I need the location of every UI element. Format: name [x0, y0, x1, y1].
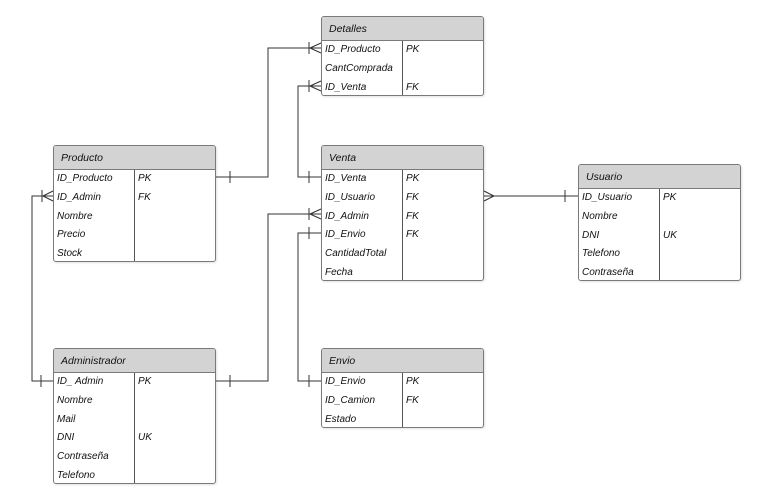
attribute-row: ID_Usuario PK [579, 189, 740, 208]
attribute-name: Precio [57, 229, 86, 241]
entity-title: Producto [54, 146, 215, 170]
column-divider [134, 170, 135, 261]
entity-producto[interactable]: Producto ID_Producto PK ID_Admin FK Nombre… [53, 145, 216, 262]
crowfoot-marker [483, 190, 496, 202]
column-divider [402, 170, 403, 280]
entity-title: Administrador [54, 349, 215, 373]
attribute-key: UK [663, 229, 677, 241]
relationship-admin-producto [31, 195, 53, 382]
attribute-name: ID_Venta [325, 173, 367, 184]
attribute-name: ID_Usuario [582, 192, 633, 203]
attribute-key: FK [138, 191, 151, 203]
attribute-key: UK [138, 432, 152, 444]
attribute-key: FK [406, 191, 419, 203]
attribute-name: ID_Admin [57, 191, 101, 203]
attribute-name: Contraseña [57, 451, 109, 463]
attribute-row: ID_Venta FK [322, 79, 483, 95]
entity-title: Envio [322, 349, 483, 373]
attribute-name: Stock [57, 248, 83, 260]
attribute-key: FK [406, 229, 419, 241]
attribute-name: ID_ Admin [57, 376, 104, 387]
crowfoot-marker [42, 190, 54, 202]
attribute-key: PK [406, 376, 420, 387]
attribute-row: Telefono [54, 467, 215, 483]
attribute-key: FK [406, 81, 419, 93]
attribute-row: CantidadTotal [322, 245, 483, 264]
attribute-name: Telefono [582, 248, 620, 260]
attribute-row: Contraseña [54, 448, 215, 467]
attribute-row: ID_Venta PK [322, 170, 483, 189]
column-divider [659, 189, 660, 280]
attribute-name: ID_Camion [325, 394, 376, 406]
column-divider [134, 373, 135, 483]
attribute-name: ID_Admin [325, 210, 369, 222]
attribute-row: ID_Usuario FK [322, 189, 483, 208]
attribute-name: Contraseña [582, 267, 634, 279]
entity-detalles[interactable]: Detalles ID_Producto PK CantComprada ID_V… [321, 16, 484, 96]
attribute-row: CantComprada [322, 60, 483, 79]
attribute-name: Estado [325, 413, 357, 425]
attribute-name: Nombre [582, 210, 618, 222]
attribute-name: Fecha [325, 266, 353, 278]
attribute-name: DNI [582, 229, 600, 241]
column-divider [402, 41, 403, 95]
entity-title: Detalles [322, 17, 483, 41]
attribute-key: FK [406, 210, 419, 222]
entity-title: Venta [322, 146, 483, 170]
relationship-producto-detalles [216, 47, 321, 178]
attribute-key: FK [406, 394, 419, 406]
attribute-row: DNI UK [579, 227, 740, 246]
attribute-row: Nombre [54, 392, 215, 411]
attribute-name: ID_Envio [325, 229, 366, 241]
attribute-row: ID_Producto PK [322, 41, 483, 60]
attribute-row: ID_ Admin PK [54, 373, 215, 392]
attribute-name: Mail [57, 413, 76, 425]
column-divider [402, 373, 403, 427]
attribute-name: ID_Producto [57, 173, 113, 184]
attribute-name: ID_Usuario [325, 191, 376, 203]
attribute-row: ID_Envio FK [322, 226, 483, 245]
attribute-row: ID_Camion FK [322, 392, 483, 411]
attribute-name: ID_Envio [325, 376, 366, 387]
attribute-row: ID_Admin FK [322, 208, 483, 227]
crowfoot-marker [309, 42, 322, 54]
relationship-admin-venta [216, 213, 321, 382]
entity-usuario[interactable]: Usuario ID_Usuario PK Nombre DNI UK Telefo… [578, 164, 741, 281]
relationship-envio-venta [297, 232, 321, 382]
attribute-key: PK [406, 173, 420, 184]
attribute-row: ID_Envio PK [322, 373, 483, 392]
attribute-row: ID_Producto PK [54, 170, 215, 189]
crowfoot-marker [309, 208, 322, 220]
attribute-key: PK [138, 173, 152, 184]
entity-administrador[interactable]: Administrador ID_ Admin PK Nombre Mail DN… [53, 348, 216, 484]
relationship-venta-detalles [297, 85, 321, 178]
attribute-row: Precio [54, 226, 215, 245]
attribute-row: Mail [54, 411, 215, 430]
attribute-row: Nombre [579, 208, 740, 227]
attribute-row: Nombre [54, 208, 215, 227]
attribute-row: Contraseña [579, 264, 740, 280]
attribute-row: Telefono [579, 245, 740, 264]
attribute-key: PK [406, 44, 420, 55]
attribute-name: ID_Venta [325, 81, 367, 93]
entity-title: Usuario [579, 165, 740, 189]
attribute-name: ID_Producto [325, 44, 381, 55]
attribute-name: DNI [57, 432, 75, 444]
attribute-row: DNI UK [54, 429, 215, 448]
attribute-row: ID_Admin FK [54, 189, 215, 208]
attribute-row: Fecha [322, 264, 483, 280]
attribute-row: Estado [322, 411, 483, 427]
attribute-name: Nombre [57, 394, 93, 406]
attribute-name: Telefono [57, 469, 95, 481]
attribute-name: CantComprada [325, 62, 393, 74]
entity-envio[interactable]: Envio ID_Envio PK ID_Camion FK Estado [321, 348, 484, 428]
attribute-row: Stock [54, 245, 215, 261]
crowfoot-marker [309, 80, 322, 92]
attribute-name: CantidadTotal [325, 248, 387, 260]
attribute-key: PK [138, 376, 152, 387]
attribute-name: Nombre [57, 210, 93, 222]
attribute-key: PK [663, 192, 677, 203]
